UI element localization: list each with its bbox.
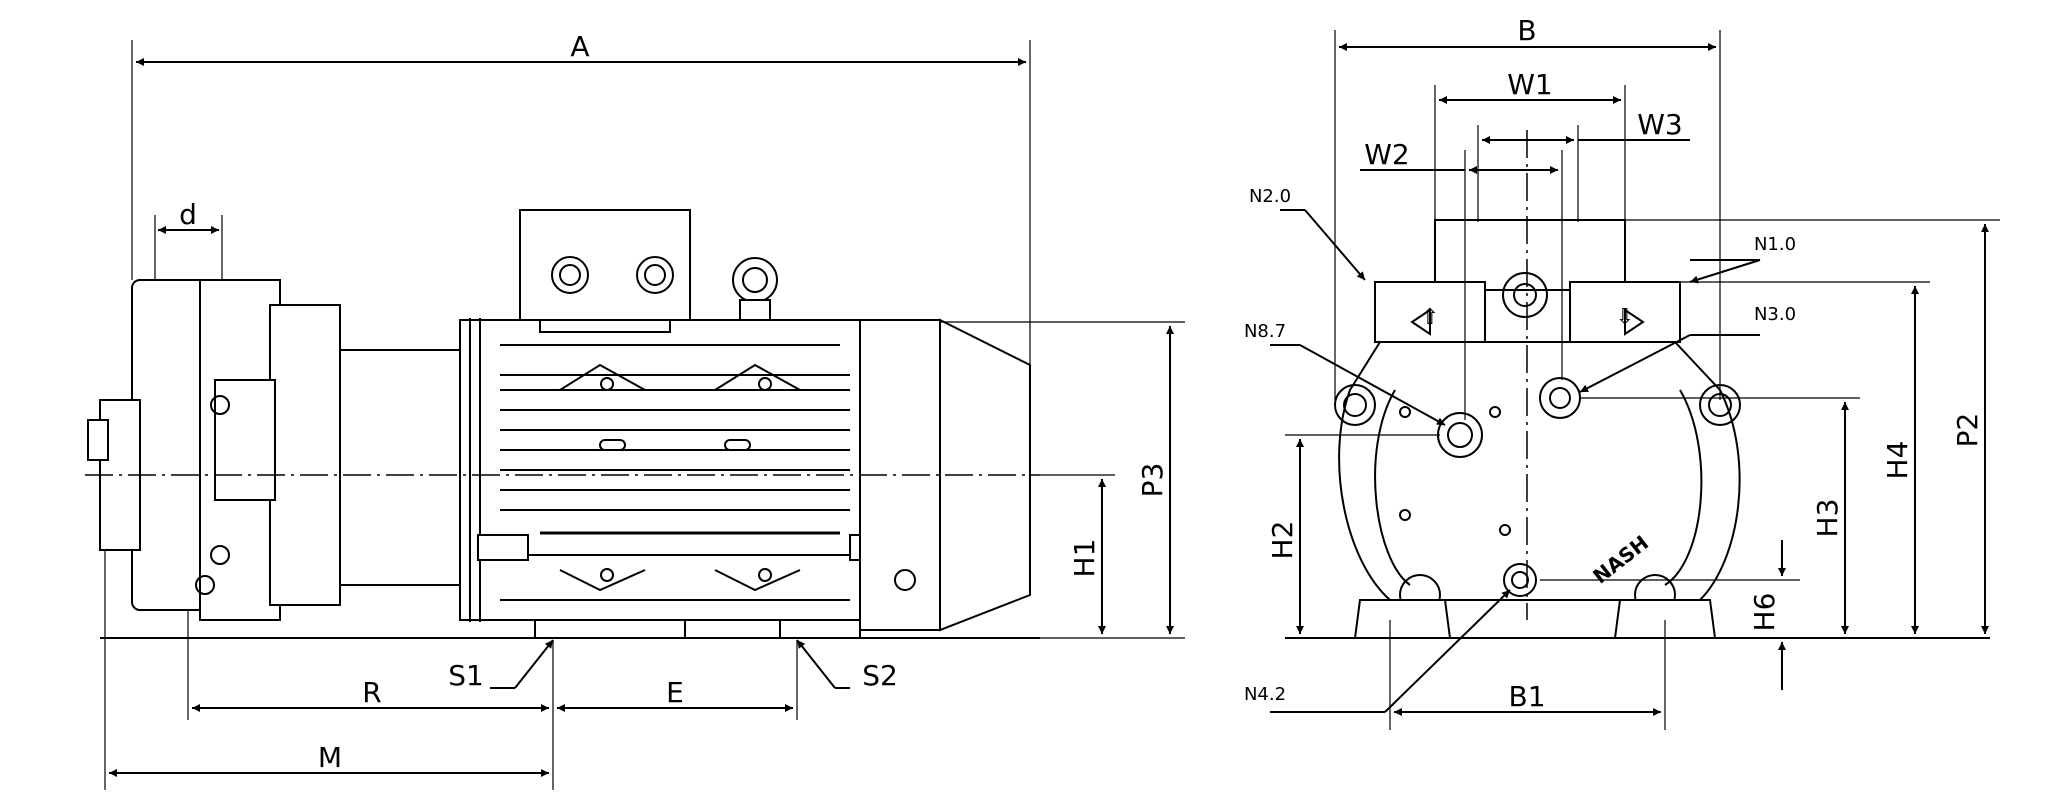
front-pump-body: NASH xyxy=(1334,341,1741,616)
motor-body xyxy=(459,318,876,622)
label-n2: N2.0 xyxy=(1249,186,1291,207)
terminal-box xyxy=(519,209,691,333)
label-h2: H2 xyxy=(1266,521,1299,560)
lifting-eye xyxy=(732,257,778,321)
label-w1: W1 xyxy=(1507,68,1553,101)
label-a: A xyxy=(570,30,589,63)
leader-s2: S2 xyxy=(796,639,898,692)
dimension-h2: H2 xyxy=(1266,434,1440,634)
label-w2: W2 xyxy=(1364,138,1410,171)
label-n8: N8.7 xyxy=(1244,321,1286,342)
top-ports-block: ⇧ ⇩ xyxy=(1374,219,1681,343)
front-feet xyxy=(1285,599,1990,639)
leader-s1: S1 xyxy=(448,639,554,692)
dimension-h4: H4 xyxy=(1680,281,1930,634)
callout-n8: N8.7 xyxy=(1244,321,1446,426)
suction-arrow-icon: ⇧ xyxy=(1421,305,1439,330)
side-view: A d P3 H1 R xyxy=(85,30,1185,790)
label-s2: S2 xyxy=(862,659,898,692)
dimension-b: B xyxy=(1334,14,1721,400)
label-n1: N1.0 xyxy=(1754,234,1796,255)
label-h1: H1 xyxy=(1068,539,1101,578)
callout-n2: N2.0 xyxy=(1249,186,1366,281)
dimension-p3: P3 xyxy=(940,321,1185,639)
dimension-h6: H6 xyxy=(1540,540,1800,690)
dimension-b1: B1 xyxy=(1389,620,1666,730)
dimension-w2: W2 xyxy=(1360,138,1563,420)
label-r: R xyxy=(362,676,381,709)
label-p3: P3 xyxy=(1136,463,1169,498)
label-w3: W3 xyxy=(1637,108,1683,141)
discharge-arrow-icon: ⇩ xyxy=(1616,305,1634,330)
motor-feet xyxy=(100,619,1040,639)
dimension-w1: W1 xyxy=(1434,68,1626,222)
label-e: E xyxy=(666,676,684,709)
label-p2: P2 xyxy=(1951,413,1984,448)
dimension-w3: W3 xyxy=(1477,108,1690,222)
dimension-e: E xyxy=(557,640,798,720)
dimension-a: A xyxy=(131,30,1031,365)
dimension-h3: H3 xyxy=(1580,397,1860,634)
dimension-h1: H1 xyxy=(1040,474,1115,634)
front-view: ⇧ ⇩ NASH xyxy=(1244,14,2000,730)
callout-n3: N3.0 xyxy=(1579,304,1796,393)
dimension-m: M xyxy=(104,550,549,790)
label-n4: N4.2 xyxy=(1244,684,1286,705)
label-n3: N3.0 xyxy=(1754,304,1796,325)
callout-n4: N4.2 xyxy=(1244,589,1511,713)
label-h3: H3 xyxy=(1811,499,1844,538)
label-m: M xyxy=(318,741,342,774)
pump-casing xyxy=(87,279,465,621)
label-b: B xyxy=(1517,14,1536,47)
dimension-r: R xyxy=(187,610,554,790)
label-s1: S1 xyxy=(448,659,484,692)
label-h6: H6 xyxy=(1748,593,1781,632)
dimension-d: d xyxy=(154,198,223,280)
dimension-p2: P2 xyxy=(1625,219,2000,634)
label-b1: B1 xyxy=(1508,680,1545,713)
label-h4: H4 xyxy=(1881,441,1914,480)
callout-n1: N1.0 xyxy=(1689,234,1796,284)
label-d: d xyxy=(179,198,197,231)
